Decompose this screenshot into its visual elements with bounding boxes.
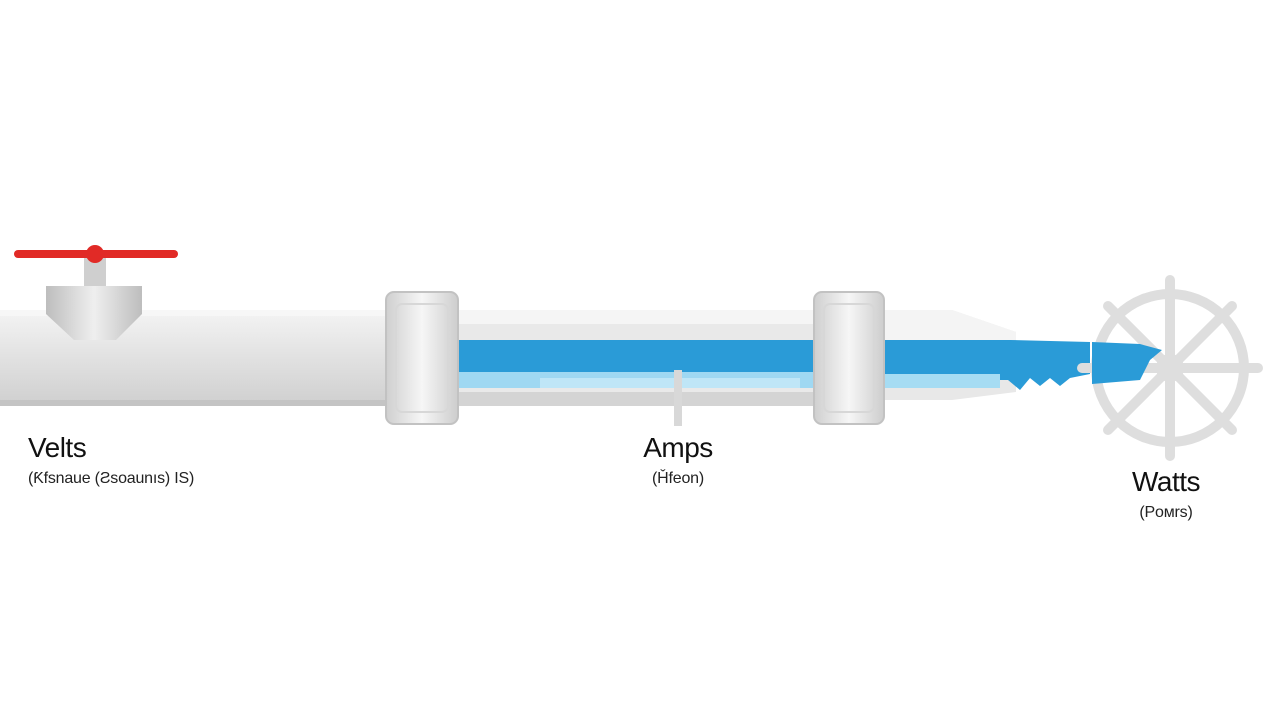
ammeter-needle: [674, 370, 682, 426]
middle-pipe: [440, 310, 832, 426]
coupler-right: [813, 291, 885, 425]
watts-label: Watts (Poмrs): [1108, 466, 1224, 522]
watts-title: Watts: [1131, 466, 1201, 497]
amps-title: Amps: [643, 432, 713, 463]
outlet-nozzle: [850, 310, 1090, 400]
valve-icon: [14, 245, 178, 340]
watts-subtitle: (Poмrs): [1139, 504, 1193, 521]
amps-label: Amps (Ȟfeon): [628, 432, 728, 488]
volts-label: Velts (Ƙfsnaue (Ƨsoaunıs) IS): [28, 432, 194, 488]
amps-subtitle: (Ȟfeon): [652, 470, 704, 487]
volts-subtitle: (Ƙfsnaue (Ƨsoaunıs) IS): [28, 470, 195, 487]
coupler-left: [385, 291, 459, 425]
water-jet: [1092, 342, 1162, 384]
water-flow: [446, 340, 826, 378]
volts-title: Velts: [28, 432, 87, 463]
